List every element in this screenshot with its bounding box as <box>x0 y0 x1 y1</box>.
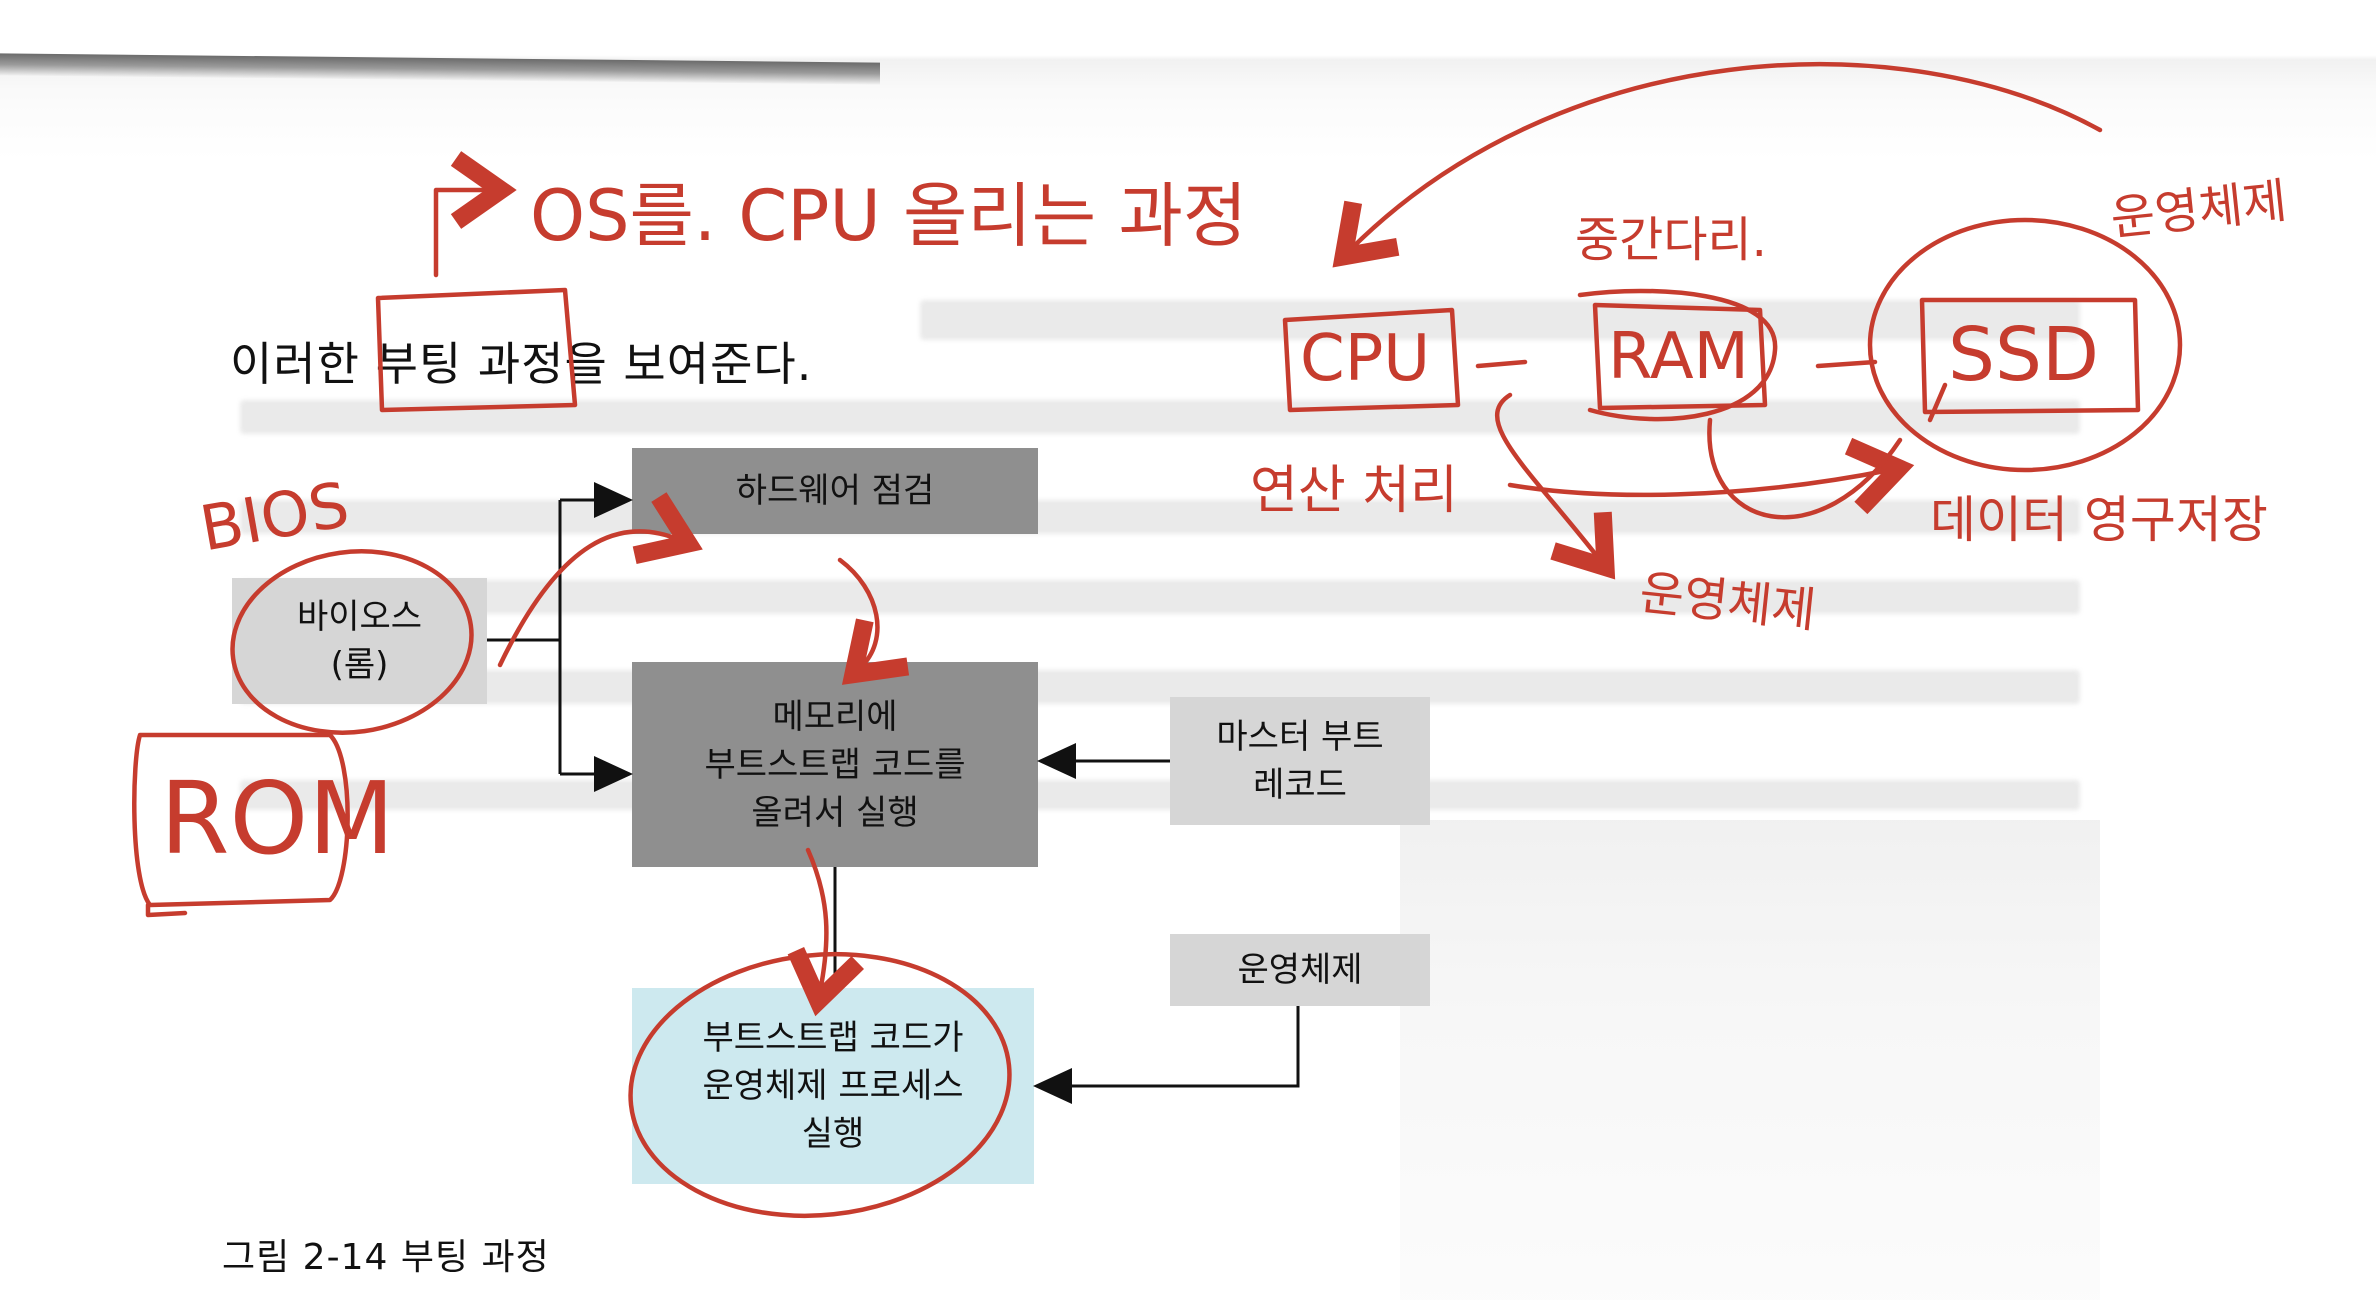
ink-arc-ssd-to-cpu <box>1332 61 2103 268</box>
intro-text: 이러한 부팅 과정을 보여준다. <box>230 337 813 391</box>
ink-data-permanent: 데이터 영구저장 <box>1930 491 2268 549</box>
ink-middle-bridge: 중간다리. <box>1575 212 1767 268</box>
ink-arrow-hardware-to-memory <box>837 557 910 685</box>
ink-circle-ssd <box>1867 217 2183 473</box>
ink-box-ram <box>1592 302 1768 411</box>
bleed-line <box>920 300 2080 340</box>
ink-arrow-memory-to-final <box>787 847 864 1017</box>
bleed-line <box>240 780 2080 810</box>
bleed-figure <box>1400 820 2100 1300</box>
ink-box-rom <box>132 732 350 908</box>
ink-circle-final <box>628 951 1012 1219</box>
ink-box-booting <box>375 287 578 413</box>
load-bootstrap-box: 메모리에 부트스트랩 코드를 올려서 실행 <box>632 662 1038 867</box>
os-box: 운영체제 <box>1170 934 1430 1006</box>
bleed-line <box>240 670 2080 704</box>
ink-bracket-arrow <box>433 151 517 278</box>
ink-rom-label: ROM <box>160 760 395 877</box>
bios-box: 바이오스 (롬) <box>232 578 487 704</box>
arrow-from-os <box>1033 1006 1300 1104</box>
figure-caption: 그림 2-14 부팅 과정 <box>222 1237 550 1278</box>
ink-arrow-to-data <box>1507 437 1915 515</box>
ink-cpu: CPU <box>1300 322 1431 396</box>
ink-arrow-to-os <box>1495 392 1616 580</box>
ink-ram: RAM <box>1608 320 1749 394</box>
ink-circle-bios <box>230 549 474 735</box>
ink-ssd: SSD <box>1948 312 2099 398</box>
ink-compute: 연산 처리 <box>1250 461 1458 521</box>
ink-arrow-tip-ssd <box>1927 382 1948 423</box>
ink-circle-ram <box>1577 288 1778 422</box>
ink-loop-ram-ssd <box>1707 417 1903 520</box>
ink-dash-ram-ssd <box>1815 359 1878 369</box>
ink-rom-tick <box>145 902 188 918</box>
bootstrap-runs-os-box: 부트스트랩 코드가 운영체제 프로세스 실행 <box>632 988 1034 1184</box>
ink-os-to-cpu: OS를. CPU 올리는 과정 <box>530 175 1248 257</box>
ink-arrow-bios-to-hardware <box>497 492 703 668</box>
mbr-box: 마스터 부트 레코드 <box>1170 697 1430 825</box>
ink-dash-cpu-ram <box>1475 359 1528 369</box>
ink-box-ssd <box>1919 297 2141 415</box>
ink-box-cpu <box>1282 307 1461 413</box>
